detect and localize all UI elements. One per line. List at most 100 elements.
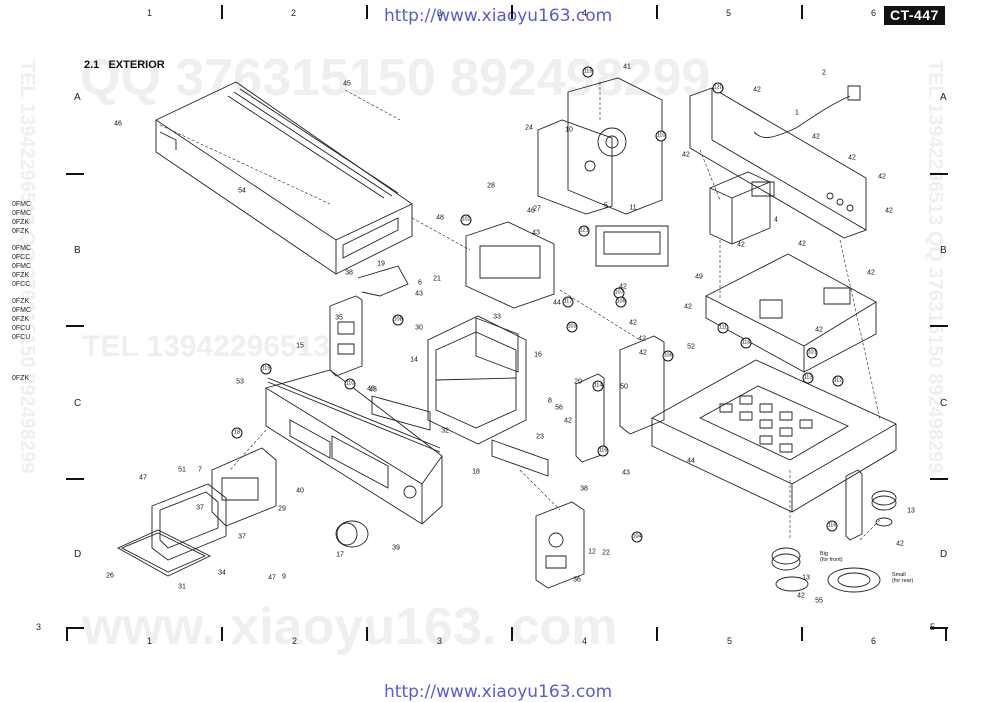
part-label: 47: [139, 474, 147, 482]
part-label: 23: [536, 433, 544, 441]
page-number-left: 3: [36, 622, 42, 632]
part-label: 101: [806, 347, 818, 359]
front-panel: [266, 370, 442, 524]
part-label: 28: [487, 182, 495, 190]
part-label: 4: [774, 216, 778, 224]
part-label: 10: [565, 126, 573, 134]
power-cord: [754, 86, 860, 138]
column-number-bottom-5: 5: [727, 636, 733, 646]
part-label: 56: [555, 404, 563, 412]
note-small: Small (for rear): [892, 572, 914, 584]
part-label: 103: [566, 321, 578, 333]
part-label: 104: [631, 531, 643, 543]
column-number-bottom-1: 1: [147, 636, 153, 646]
column-number-top-1: 1: [147, 8, 153, 18]
part-label: 9: [282, 573, 286, 581]
part-label: 43: [622, 469, 630, 477]
row-letter-right-a: A: [940, 92, 947, 103]
part-label: 55: [815, 597, 823, 605]
part-label: 42: [798, 240, 806, 248]
part-label: 15: [296, 342, 304, 350]
part-label: 7: [198, 466, 202, 474]
part-label: 36: [573, 576, 581, 584]
source-url-bottom[interactable]: http://www.xiaoyu163.com: [384, 682, 613, 702]
source-url-top[interactable]: http://www.xiaoyu163.com: [384, 6, 613, 26]
part-label: 121: [578, 225, 590, 237]
tick-top-2: [366, 5, 368, 19]
row-letter-left-a: A: [74, 92, 81, 103]
part-label: 39: [392, 544, 400, 552]
tick-bottom-5: [801, 627, 803, 641]
knob: [336, 521, 368, 547]
part-label: 35: [335, 314, 343, 322]
part-label: 12: [588, 548, 596, 556]
part-label: 42: [896, 540, 904, 548]
feet: [772, 491, 896, 592]
part-label: 46: [527, 207, 535, 215]
part-label: 43: [532, 229, 540, 237]
model-badge: CT-447: [884, 6, 945, 25]
row-letter-left-b: B: [74, 245, 81, 256]
part-label: 42: [629, 319, 637, 327]
part-label: 116: [826, 520, 838, 532]
part-label: 19: [377, 260, 385, 268]
part-label: 21: [433, 275, 441, 283]
part-label: 40: [296, 487, 304, 495]
lower-front-block: [492, 374, 604, 588]
tick-bottom-4: [656, 627, 658, 641]
part-label: 53: [236, 378, 244, 386]
part-label: 1: [795, 109, 799, 117]
part-label: 8: [548, 397, 552, 405]
part-label: 42: [737, 241, 745, 249]
part-label: 44: [687, 457, 695, 465]
part-label: 22: [602, 549, 610, 557]
part-label: 11: [629, 204, 637, 212]
rear-panel: [690, 88, 866, 238]
tick-bottom-1: [221, 627, 223, 641]
part-label: 42: [619, 283, 627, 291]
chassis: [652, 360, 896, 512]
column-number-bottom-3: 3: [437, 636, 443, 646]
cassette-door: [118, 448, 276, 576]
hmark-left-2: [66, 325, 84, 327]
part-label: 32: [441, 427, 449, 435]
part-label: 42: [885, 207, 893, 215]
part-label: 43: [369, 386, 377, 394]
hmark-right-2: [930, 325, 948, 327]
tick-top-5: [801, 5, 803, 19]
column-number-top-3: 3: [437, 8, 443, 18]
column-number-bottom-6: 6: [871, 636, 877, 646]
part-label: 30: [415, 324, 423, 332]
display-window: [372, 316, 526, 444]
part-label: 113: [802, 372, 814, 384]
section-title: 2.1 EXTERIOR: [84, 59, 165, 71]
part-label: 38: [345, 269, 353, 277]
part-label: 37: [238, 533, 246, 541]
part-label: 42: [639, 349, 647, 357]
part-label: 42: [638, 335, 646, 343]
part-label: 120: [712, 82, 724, 94]
part-label: 29: [278, 505, 286, 513]
part-label: 50: [620, 383, 628, 391]
column-number-bottom-2: 2: [292, 636, 298, 646]
part-label: 18: [231, 427, 243, 439]
row-letter-right-b: B: [940, 245, 947, 256]
part-label: 43: [415, 290, 423, 298]
column-number-bottom-4: 4: [582, 636, 588, 646]
part-label: 13: [802, 574, 810, 582]
mechanism-unit: [466, 78, 668, 308]
part-label: 117: [562, 296, 574, 308]
tick-top-4: [656, 5, 658, 19]
part-label: 42: [684, 303, 692, 311]
column-number-top-2: 2: [291, 8, 297, 18]
part-label: 13: [907, 507, 915, 515]
part-label: 44: [553, 299, 561, 307]
part-label: 31: [178, 583, 186, 591]
part-label: 14: [410, 356, 418, 364]
part-label: 48: [436, 214, 444, 222]
transformer: [710, 172, 774, 244]
part-label: 41: [623, 63, 631, 71]
part-label: 37: [196, 504, 204, 512]
